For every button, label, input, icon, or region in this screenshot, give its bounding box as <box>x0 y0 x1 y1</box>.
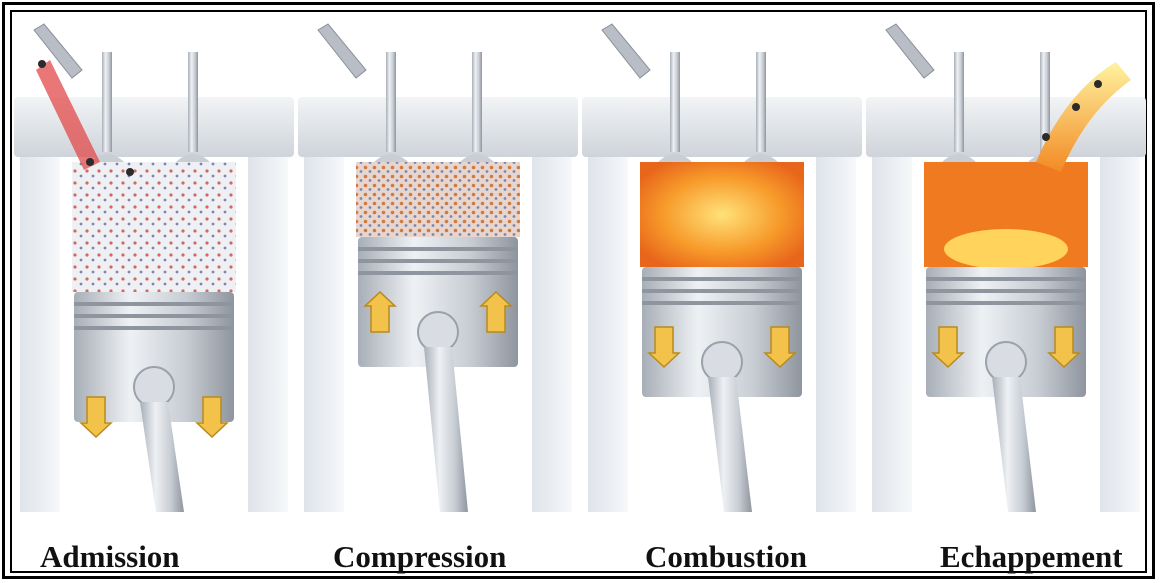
piston-ring <box>74 314 234 318</box>
exhaust-valve-stem <box>756 52 766 152</box>
connecting-rod <box>708 377 752 512</box>
piston-ring <box>642 277 802 281</box>
injector-icon <box>318 24 366 78</box>
wrist-pin <box>702 342 742 382</box>
cylinder-wall-left <box>588 152 628 512</box>
piston-ring <box>358 259 518 263</box>
cylinder-wall-right <box>816 152 856 512</box>
piston-ring <box>926 301 1086 305</box>
piston-ring <box>642 301 802 305</box>
stage-combustion-unit <box>582 24 862 512</box>
fuel-droplet <box>86 158 94 166</box>
stage-admission-unit <box>14 24 294 512</box>
connecting-rod <box>992 377 1036 512</box>
stage-echappement-unit <box>866 24 1146 512</box>
cylinder-wall-left <box>20 152 60 512</box>
cylinder-head <box>582 97 862 157</box>
connecting-rod <box>424 347 468 512</box>
cylinder-wall-right <box>248 152 288 512</box>
piston-ring <box>926 277 1086 281</box>
injector-icon <box>602 24 650 78</box>
piston-ring <box>74 326 234 330</box>
intake-valve-stem <box>670 52 680 152</box>
stage-label-combustion: Combustion <box>645 537 807 577</box>
exhaust-valve-stem <box>472 52 482 152</box>
injector-icon <box>886 24 934 78</box>
cylinder-wall-left <box>872 152 912 512</box>
cylinder-head <box>298 97 578 157</box>
exhaust-valve-stem <box>188 52 198 152</box>
hot-gas-glow <box>944 229 1068 269</box>
piston-ring <box>74 302 234 306</box>
piston-ring <box>358 247 518 251</box>
wrist-pin <box>986 342 1026 382</box>
intake-valve-stem <box>954 52 964 152</box>
cylinder-head <box>866 97 1146 157</box>
stage-label-compression: Compression <box>333 537 506 577</box>
exhaust-particle <box>1042 133 1050 141</box>
exhaust-particle <box>1072 103 1080 111</box>
intake-valve-stem <box>102 52 112 152</box>
piston-ring <box>358 271 518 275</box>
fuel-droplet <box>126 168 134 176</box>
wrist-pin <box>418 312 458 352</box>
stage-label-echappement: Echappement <box>940 537 1123 577</box>
piston-ring <box>642 289 802 293</box>
cylinder-wall-left <box>304 152 344 512</box>
intake-valve-stem <box>386 52 396 152</box>
combustion-chamber <box>640 162 804 267</box>
fuel-droplet <box>38 60 46 68</box>
combustion-chamber <box>356 162 520 237</box>
exhaust-particle <box>1094 80 1102 88</box>
wrist-pin <box>134 367 174 407</box>
piston-ring <box>926 289 1086 293</box>
engine-cycle-illustration <box>12 12 1149 532</box>
stage-compression-unit <box>298 24 578 512</box>
stage-label-admission: Admission <box>40 537 180 577</box>
cylinder-wall-right <box>1100 152 1140 512</box>
cylinder-wall-right <box>532 152 572 512</box>
combustion-chamber <box>72 162 236 292</box>
